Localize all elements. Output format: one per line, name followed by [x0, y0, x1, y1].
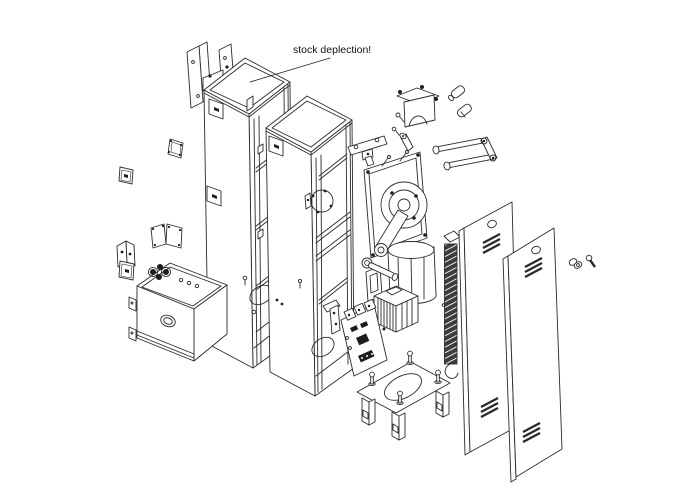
vent-louvers-top-right-panel — [524, 256, 543, 279]
latch-plate — [347, 135, 388, 167]
lock-cover-front — [268, 135, 284, 157]
screw-fasteners — [568, 254, 596, 269]
vent-louvers-top-left-panel — [482, 232, 501, 255]
anchor-studs — [368, 350, 442, 406]
pivot-pin — [399, 132, 414, 152]
lock-cover-plate-c — [118, 260, 135, 281]
release-lever-bracket — [391, 85, 440, 136]
bushing-pair — [448, 85, 472, 118]
vent-louvers-bottom-left-panel — [480, 396, 499, 419]
front-cabinet-column — [265, 95, 355, 397]
corner-bracket — [116, 240, 136, 268]
small-mounting-bracket — [322, 299, 341, 335]
lock-cover-front-bottom — [206, 185, 222, 207]
annotation-label: stock deplection! — [293, 44, 371, 56]
balance-spring — [441, 230, 461, 379]
gearmotor-assembly — [363, 150, 437, 305]
balance-lever-rods — [432, 136, 498, 171]
lock-cover-plate-a — [167, 138, 184, 159]
foundation-plate — [356, 350, 451, 441]
door-panel-right — [502, 227, 563, 483]
annotation: stock deplection! — [249, 44, 371, 83]
lock-mechanism-detail — [304, 189, 334, 214]
control-unit-box — [128, 262, 228, 362]
annotation-leader-line — [249, 57, 331, 83]
eye-bolt-rod — [361, 257, 399, 281]
vent-louvers-bottom-right-panel — [522, 421, 541, 444]
control-board — [340, 298, 388, 377]
lock-cover-plate-b — [118, 166, 134, 185]
control-knobs — [147, 264, 172, 280]
lock-cover-front-top — [208, 98, 224, 120]
transformer — [373, 285, 419, 333]
hinge-plate-pair — [150, 223, 183, 249]
